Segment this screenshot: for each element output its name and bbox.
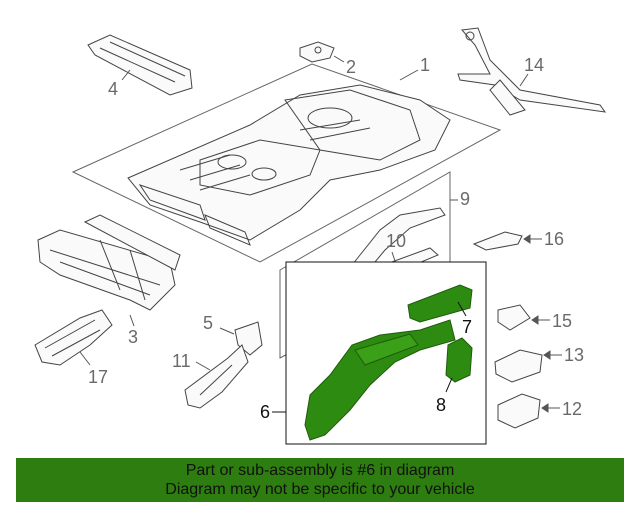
- callout-10: 10: [386, 231, 407, 251]
- callout-1: 1: [420, 55, 431, 75]
- callout-6: 6: [260, 402, 271, 422]
- footer-banner: Part or sub-assembly is #6 in diagram Di…: [16, 458, 624, 502]
- callout-2: 2: [346, 57, 357, 77]
- rear-side-member-part-6: [304, 319, 456, 441]
- callout-13: 13: [564, 345, 585, 365]
- bracket-part-11: [184, 344, 249, 409]
- callout-5: 5: [203, 313, 214, 333]
- floor-pan-part: [127, 84, 451, 246]
- callout-7: 7: [462, 317, 473, 337]
- callout-16: 16: [544, 229, 565, 249]
- callout-3: 3: [128, 327, 139, 347]
- bracket-part-8: [445, 337, 473, 383]
- callout-4: 4: [108, 79, 119, 99]
- callout-11: 11: [172, 351, 191, 371]
- bracket-part-2: [299, 41, 335, 63]
- footer-line-2: Diagram may not be specific to your vehi…: [165, 481, 475, 498]
- bracket-part-13: [494, 349, 543, 383]
- callout-8: 8: [436, 395, 447, 415]
- plate-part-15: [497, 304, 531, 331]
- footer-line-1: Part or sub-assembly is #6 in diagram: [185, 462, 455, 479]
- rear-frame-part-3: [37, 214, 181, 311]
- rail-part-4: [87, 34, 193, 96]
- callout-17: 17: [88, 367, 109, 387]
- bracket-part-16: [472, 231, 523, 251]
- parts-diagram: [34, 27, 607, 445]
- heat-shield-part-17: [34, 309, 113, 366]
- crossmember-part-14: [457, 27, 607, 116]
- bracket-part-12: [497, 393, 541, 429]
- callout-12: 12: [562, 399, 583, 419]
- callout-9: 9: [460, 189, 471, 209]
- callout-15: 15: [552, 311, 573, 331]
- bracket-part-7: [407, 284, 473, 323]
- callout-14: 14: [524, 55, 545, 75]
